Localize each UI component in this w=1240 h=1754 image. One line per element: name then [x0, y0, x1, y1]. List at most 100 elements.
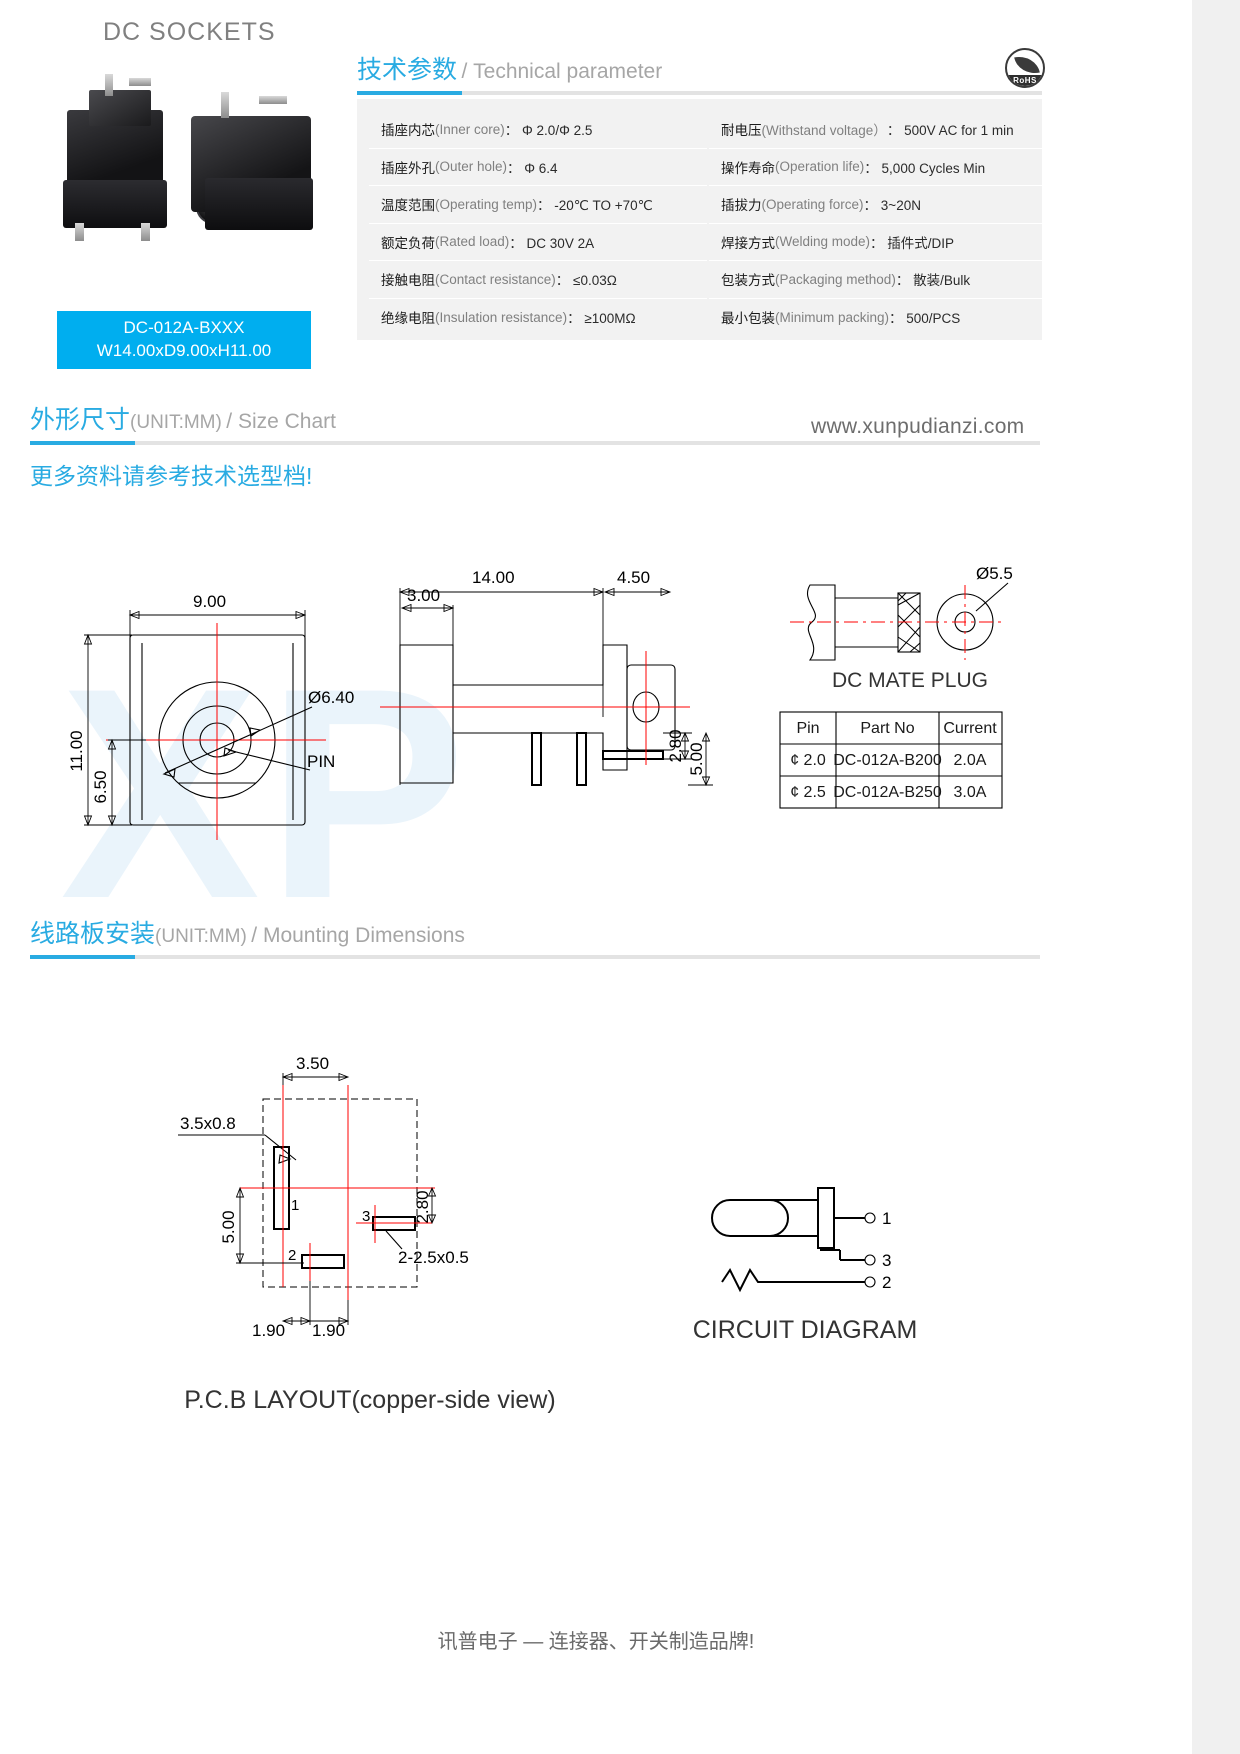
tech-param-row: 接触电阻(Contact resistance)： ≤0.03Ω — [369, 261, 707, 299]
tech-param-value: ： 3~20N — [863, 198, 921, 214]
pcb-layout-drawing: 3.50 3.5x0.8 1 2 3 5.00 2.80 — [178, 1054, 469, 1340]
pcb-dim-top-label: 3.50 — [296, 1054, 329, 1073]
tech-param-row: 最小包装(Minimum packing)： 500/PCS — [709, 299, 1047, 337]
mate-plug-caption: DC MATE PLUG — [832, 669, 988, 692]
size-heading-en: / Size Chart — [226, 410, 336, 433]
side-tail-label: 4.50 — [617, 568, 650, 587]
tech-param-value: ： -20℃ TO +70℃ — [537, 198, 653, 214]
footer-text: 讯普电子 — 连接器、开关制造品牌! — [437, 1631, 755, 1653]
website-url: www.xunpudianzi.com — [811, 415, 1025, 438]
side-rail — [1192, 0, 1240, 1754]
mate-table-header: Part No — [860, 720, 914, 737]
mate-table-cell: ¢ 2.5 — [790, 784, 826, 801]
pcb-pin-3-label: 3 — [362, 1208, 370, 1225]
circuit-caption-wrap: CIRCUIT DIAGRAM — [693, 1316, 918, 1344]
front-center-height-label: 6.50 — [91, 770, 110, 803]
pcb-caption-wrap: P.C.B LAYOUT(copper-side view) — [184, 1386, 555, 1414]
size-heading-cn: 外形尺寸 — [30, 406, 131, 434]
tech-section-rule — [357, 91, 1042, 95]
side-pin-height-label: 5.00 — [687, 742, 706, 775]
tech-param-row: 插座内芯(Inner core)： Φ 2.0/Φ 2.5 — [369, 111, 707, 149]
circuit-diagram-caption: CIRCUIT DIAGRAM — [693, 1316, 918, 1344]
mate-plug-dia-label: Ø5.5 — [976, 564, 1013, 583]
pcb-dim-vert-label: 5.00 — [219, 1210, 238, 1243]
front-width-label: 9.00 — [193, 592, 226, 611]
hole-dia-label: Ø6.40 — [308, 688, 354, 707]
mate-table-header: Current — [943, 720, 997, 737]
tech-param-row: 额定负荷(Rated load)： DC 30V 2A — [369, 224, 707, 261]
tech-param-value: ： 500/PCS — [889, 311, 961, 327]
tech-param-name-en: (Minimum packing) — [775, 309, 890, 325]
front-height-label: 11.00 — [67, 730, 86, 771]
tech-param-name-en: (Welding mode) — [775, 234, 871, 250]
tech-param-name-cn: 额定负荷 — [381, 235, 435, 251]
tech-param-name-cn: 最小包装 — [721, 311, 775, 327]
circuit-terminal-2-label: 2 — [882, 1273, 891, 1292]
tech-param-value: ： Φ 2.0/Φ 2.5 — [504, 123, 593, 139]
tech-param-name-en: (Rated load) — [435, 234, 510, 250]
tech-param-name-cn: 焊接方式 — [721, 235, 775, 251]
tech-param-row: 绝缘电阻(Insulation resistance)： ≥100MΩ — [369, 299, 707, 337]
pcb-pads23-label: 2-2.5x0.5 — [398, 1248, 469, 1267]
tech-param-name-cn: 插座外孔 — [381, 160, 435, 176]
mate-table-cell: ¢ 2.0 — [790, 752, 826, 769]
tech-param-name-cn: 插座内芯 — [381, 123, 435, 139]
rohs-label: RoHS — [1007, 75, 1043, 86]
mate-table-header: Pin — [796, 720, 819, 737]
mate-plug-drawing: Ø5.5 — [790, 564, 1013, 661]
tech-param-value: ： 5,000 Cycles Min — [864, 160, 986, 176]
pcb-layout-caption: P.C.B LAYOUT(copper-side view) — [184, 1386, 555, 1414]
tech-param-value: ： ≤0.03Ω — [555, 273, 617, 289]
pcb-pin-2-label: 2 — [288, 1247, 296, 1264]
tech-param-name-cn: 包装方式 — [721, 273, 775, 289]
pcb-pad1-label: 3.5x0.8 — [180, 1114, 236, 1133]
tech-param-value: ： Φ 6.4 — [507, 160, 558, 176]
mate-table-cell: 2.0A — [954, 752, 987, 769]
product-photo — [45, 68, 325, 263]
tech-param-name-en: (Operating force) — [761, 196, 864, 212]
tech-heading-en: / Technical parameter — [461, 60, 663, 83]
tech-param-name-cn: 接触电阻 — [381, 273, 435, 289]
circuit-terminal-1-label: 1 — [882, 1209, 891, 1228]
leaf-icon — [1014, 52, 1040, 78]
mate-table-cell: DC-012A-B200 — [833, 752, 942, 769]
side-total-length-label: 14.00 — [472, 568, 515, 587]
tech-param-row: 插拔力(Operating force)： 3~20N — [709, 186, 1047, 224]
tech-param-name-en: (Contact resistance) — [435, 271, 556, 287]
mounting-section-heading: 线路板安装(UNIT:MM) / Mounting Dimensions — [30, 914, 465, 950]
tech-param-value: ： 500V AC for 1 min — [886, 123, 1014, 139]
tech-param-name-en: (Outer hole) — [435, 159, 508, 175]
page-title: DC SOCKETS — [103, 18, 276, 46]
circuit-terminal-3-label: 3 — [882, 1251, 891, 1270]
size-section-note: 更多资料请参考技术选型档! — [30, 463, 313, 489]
pcb-dim-right-label: 2.80 — [413, 1190, 432, 1223]
front-view-drawing: 9.00 Ø6.40 PIN 11.00 6.50 — [67, 592, 354, 840]
pcb-dim-b1-label: 1.90 — [252, 1321, 285, 1340]
mounting-heading-en: / Mounting Dimensions — [251, 924, 465, 947]
mounting-heading-cn: 线路板安装 — [30, 920, 156, 948]
tech-param-row: 操作寿命(Operation life)： 5,000 Cycles Min — [709, 149, 1047, 186]
tech-heading-cn: 技术参数 — [357, 56, 458, 84]
product-model: DC-012A-BXXX — [123, 318, 245, 338]
tech-param-row: 包装方式(Packaging method)： 散装/Bulk — [709, 261, 1047, 299]
size-section-rule — [30, 441, 1040, 445]
tech-param-row: 插座外孔(Outer hole)： Φ 6.4 — [369, 149, 707, 186]
mounting-heading-unit: (UNIT:MM) — [155, 926, 247, 947]
watermark: XP — [60, 625, 473, 961]
mate-plug-table: Pin Part No Current ¢ 2.0 DC-012A-B200 2.0A ¢ … — [779, 711, 1003, 809]
tech-param-value: ： 插件式/DIP — [870, 235, 955, 251]
size-section-heading: 外形尺寸(UNIT:MM) / Size Chart — [30, 400, 336, 436]
mate-table-cell: 3.0A — [954, 784, 987, 801]
product-dimensions: W14.00xD9.00xH11.00 — [96, 341, 272, 360]
pin-label: PIN — [307, 752, 335, 771]
tech-param-name-en: (Operation life) — [775, 159, 865, 175]
side-step-label: 3.00 — [407, 586, 440, 605]
side-pin-spacing-label: 2.80 — [666, 729, 685, 762]
tech-param-name-en: (Packaging method) — [775, 271, 896, 287]
tech-param-value: ： DC 30V 2A — [509, 235, 595, 251]
size-heading-unit: (UNIT:MM) — [130, 412, 222, 433]
tech-section-heading: 技术参数 / Technical parameter — [357, 50, 662, 86]
pcb-dim-b2-label: 1.90 — [312, 1321, 345, 1340]
